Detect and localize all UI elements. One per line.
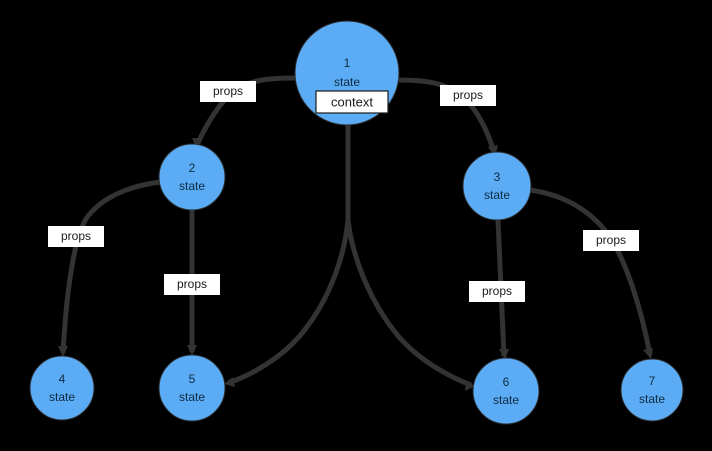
node-5-sublabel: state [179,390,205,404]
node-1-sublabel: state [334,75,360,89]
node-4-circle[interactable] [29,355,95,421]
node-5-circle[interactable] [158,354,226,422]
context-label-text: context [331,94,373,109]
edge-label-group: props props props props props props [48,81,639,302]
edge-context-to-6 [345,219,472,388]
edge-1-to-2-arrowhead [192,138,202,149]
edge-label-2-to-4-box [48,226,104,247]
node-6-sublabel: state [493,393,519,407]
edge-label-3-to-6-box [469,281,525,302]
node-5[interactable]: 5 state [158,354,226,422]
node-1-number: 1 [344,56,351,70]
node-3-circle[interactable] [462,151,532,221]
edge-3-to-7 [529,187,653,356]
node-7-circle[interactable] [620,358,684,422]
node-4-number: 4 [59,372,66,386]
node-3-number: 3 [494,170,501,184]
node-4[interactable]: 4 state [29,355,95,421]
context-label: context [315,90,389,114]
edge-label-2-to-5-text: props [177,277,207,291]
edge-context-to-5-arrowhead [224,377,235,387]
node-7-sublabel: state [639,392,665,406]
edge-3-to-7-arrowhead [643,348,653,359]
node-2-number: 2 [189,161,196,175]
edge-label-1-to-3-text: props [453,88,483,102]
node-2-sublabel: state [179,179,205,193]
edge-label-2-to-5: props [164,274,220,295]
node-6-number: 6 [503,375,510,389]
context-label-box [315,90,389,114]
node-6-circle[interactable] [472,357,540,425]
edge-2-to-4-arrowhead [58,346,68,357]
node-4-sublabel: state [49,390,75,404]
edge-label-3-to-6-text: props [482,284,512,298]
edge-label-2-to-4-text: props [61,229,91,243]
edge-label-3-to-7: props [583,230,639,251]
edge-group [58,75,653,391]
node-7-number: 7 [649,374,656,388]
edge-context-to-6-arrowhead [465,381,475,391]
edge-label-1-to-2: props [200,81,256,102]
edge-label-1-to-2-text: props [213,84,243,98]
node-group: 1 state 2 state 3 state 4 state [29,20,684,425]
edge-label-3-to-7-box [583,230,639,251]
node-2-circle[interactable] [158,143,226,211]
node-6[interactable]: 6 state [472,357,540,425]
edge-context-to-5 [227,219,351,386]
edge-label-2-to-4: props [48,226,104,247]
node-7[interactable]: 7 state [620,358,684,422]
node-3-sublabel: state [484,188,510,202]
edge-label-3-to-6: props [469,281,525,302]
edge-label-3-to-7-text: props [596,233,626,247]
node-3[interactable]: 3 state [462,151,532,221]
edge-2-to-4 [60,179,161,354]
edge-3-to-6-arrowhead [499,349,509,360]
edge-label-2-to-5-box [164,274,220,295]
edge-label-1-to-2-box [200,81,256,102]
node-5-number: 5 [189,372,196,386]
edge-2-to-5-arrowhead [187,345,197,356]
edge-label-1-to-3-box [440,85,496,106]
edge-label-1-to-3: props [440,85,496,106]
node-2[interactable]: 2 state [158,143,226,211]
